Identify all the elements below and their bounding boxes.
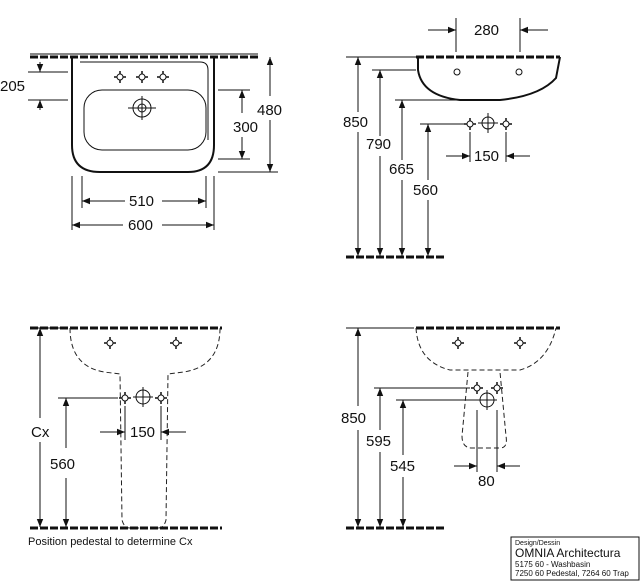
dim-280: 280 bbox=[474, 22, 499, 39]
title-block-title: OMNIA Architectura bbox=[515, 546, 621, 560]
front-view: 205 300 480 510 600 bbox=[0, 53, 282, 234]
connection-icon bbox=[470, 381, 484, 395]
basin-side-dashed bbox=[415, 327, 557, 371]
connection-icon bbox=[154, 391, 168, 405]
bowl-outline bbox=[83, 89, 207, 151]
connection-icon bbox=[103, 336, 117, 350]
pedestal-side-dashed bbox=[461, 371, 507, 449]
pedestal-note: Position pedestal to determine Cx bbox=[28, 536, 193, 548]
dim-545: 545 bbox=[390, 458, 415, 475]
dim-300: 300 bbox=[233, 119, 258, 136]
dim-595: 595 bbox=[366, 433, 391, 450]
dim-80: 80 bbox=[478, 473, 495, 490]
connection-icon bbox=[513, 336, 527, 350]
title-block-designer: Design/Dessin bbox=[515, 540, 560, 547]
basin-outline bbox=[71, 57, 215, 173]
side-view: 280 850 790 665 560 150 bbox=[343, 18, 561, 259]
dim-cx: Cx bbox=[31, 424, 50, 441]
tap-hole-icon bbox=[113, 70, 127, 84]
dim-205: 205 bbox=[0, 78, 25, 95]
dim-560: 560 bbox=[413, 182, 438, 199]
title-block-line2: 7250 60 Pedestal, 7264 60 Trap bbox=[515, 569, 629, 578]
dim-150: 150 bbox=[474, 148, 499, 165]
connection-icon bbox=[463, 117, 477, 131]
tap-hole-icon bbox=[135, 70, 149, 84]
connection-icon bbox=[169, 336, 183, 350]
dim-560: 560 bbox=[50, 456, 75, 473]
dim-850: 850 bbox=[343, 114, 368, 131]
connection-icon bbox=[451, 336, 465, 350]
dim-480: 480 bbox=[257, 102, 282, 119]
dim-600: 600 bbox=[128, 217, 153, 234]
side-pedestal-view: 850 595 545 80 bbox=[341, 326, 560, 530]
dim-150: 150 bbox=[130, 424, 155, 441]
connection-icon bbox=[499, 117, 513, 131]
tap-hole-icon bbox=[156, 70, 170, 84]
title-block-line1: 5175 60 - Washbasin bbox=[515, 560, 590, 569]
title-block: Design/Dessin OMNIA Architectura 5175 60… bbox=[510, 536, 640, 581]
dim-850: 850 bbox=[341, 410, 366, 427]
dim-790: 790 bbox=[366, 136, 391, 153]
dim-510: 510 bbox=[129, 193, 154, 210]
dim-665: 665 bbox=[389, 161, 414, 178]
basin-side-outline bbox=[417, 56, 561, 101]
front-pedestal-view: Cx 560 150 Position pedestal to determin… bbox=[28, 326, 222, 548]
